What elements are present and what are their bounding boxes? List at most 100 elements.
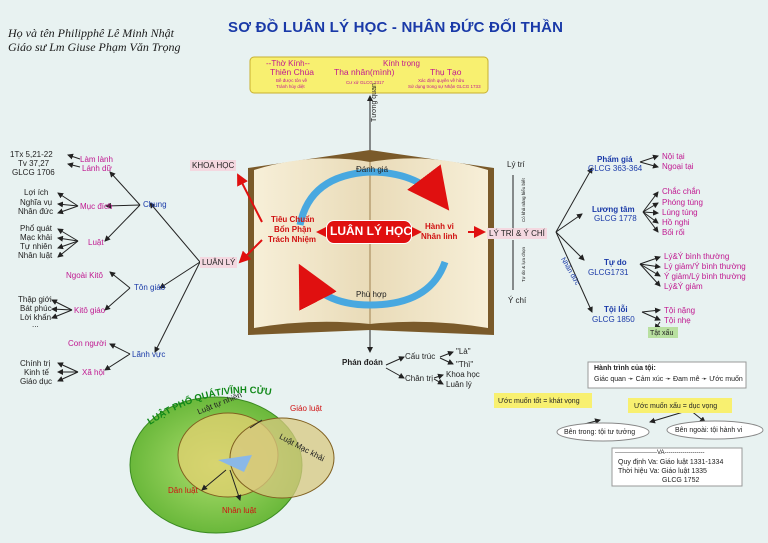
ref-1: 1Tx 5,21-22 <box>10 150 53 159</box>
lanh-du: Lánh dữ <box>82 164 112 173</box>
thu-tao-label: Thụ Tạo <box>430 67 462 77</box>
bat-phuc: Bát phúc <box>20 304 52 313</box>
tha-nhan-label: Tha nhân(mình) <box>334 67 395 77</box>
pham-gia-ref: GLCG 363-364 <box>588 164 643 173</box>
top-box <box>249 56 489 94</box>
tu-do: Tự do <box>604 258 627 267</box>
muc-dich: Mục đích <box>80 202 113 211</box>
ly-y-giam: Lý&Ý giảm <box>664 282 703 291</box>
trach-nhiem-label: Trách Nhiệm <box>268 235 317 244</box>
luan-ly-hoc-label: LUÂN LÝ HỌC <box>330 224 412 238</box>
toi-nang: Tội nặng <box>664 306 696 315</box>
ellipsis: ... <box>32 320 39 329</box>
ngoai-kito: Ngoài Kitô <box>66 271 103 280</box>
va-box <box>611 447 743 487</box>
tuong-quan-label: Tương quan <box>371 83 378 122</box>
luan-ly-node: LUÂN LÝ <box>200 257 238 268</box>
tho-kinh-label: --Thờ Kính-- <box>266 59 310 68</box>
uoc-muon-tot: Ước muốn tốt = khát vọng <box>498 398 580 405</box>
giao-luat: Giáo luật <box>290 404 323 413</box>
luan-ly-hoc-button <box>326 220 412 244</box>
luat: Luật <box>88 238 104 247</box>
uoc-muon-tot-box <box>494 393 592 408</box>
linh-vuc: Lãnh vực <box>132 350 166 359</box>
tu-do-ref: GLCG1731 <box>588 268 629 277</box>
tha-nhan-sub: Cư xử GLCG 2317 <box>346 80 385 85</box>
nhan-linh-label: Nhân linh <box>421 232 458 241</box>
ly-giam: Lý giảm/Ý bình thường <box>664 262 746 271</box>
kinh-trong-label: Kính trọng <box>383 59 420 68</box>
ly-tri: Lý trí <box>507 160 525 169</box>
thu-tao-sub1: Xác định quyền về hữu <box>418 78 465 83</box>
thien-chua-sub1: Bề được tôn về <box>276 78 307 83</box>
y-giam: Ý giảm/Lý bình thường <box>664 272 746 281</box>
nhan-luat-venn: Nhân luật <box>222 506 257 515</box>
hanh-trinh-title: Hành trình của tội: <box>594 365 656 372</box>
hanh-trinh-steps: Giác quan ➛ Cảm xúc ➛ Đam mê ➛ Ước muốn <box>594 376 743 383</box>
loi-khan: Lời khấn <box>20 313 52 322</box>
con-nguoi: Con người <box>68 339 107 348</box>
luong-tam-ref: GLCG 1778 <box>594 214 637 223</box>
glcg-1752: GLCG 1752 <box>662 477 700 484</box>
toi-loi-ref: GLCG 1850 <box>592 315 635 324</box>
toi-nhe: Tội nhẹ <box>664 316 691 325</box>
ben-trong: Bên trong: tội tư tưởng <box>564 429 636 436</box>
chinh-tri: Chính trị <box>20 359 51 368</box>
thu-tao-sub2: Sử dụng trong sự Nhận GLCG 1733 <box>408 84 481 89</box>
book <box>248 150 494 335</box>
luong-tam: Lương tâm <box>592 205 635 214</box>
chan-tri: Chân trị <box>405 374 434 383</box>
ho-nghi: Hồ nghi <box>662 218 690 227</box>
nhan-duc: Nhân đức <box>18 207 54 216</box>
giao-duc: Giáo dục <box>20 377 53 386</box>
lam-lanh: Làm lành <box>80 155 113 164</box>
tieu-chuan-label: Tiêu Chuẩn <box>271 215 315 224</box>
ngoai-tai: Ngoại tại <box>662 162 694 171</box>
pho-quat: Phổ quát <box>20 224 53 233</box>
y-chi: Ý chí <box>508 296 527 305</box>
ton-giao: Tôn giáo <box>134 283 166 292</box>
thien-chua-sub2: Tránh hủy diệt <box>276 84 305 89</box>
phong-tung: Phóng túng <box>662 198 703 207</box>
pham-gia: Phẩm giá <box>597 155 633 164</box>
ly-y-binh-thuong: Lý&Ý bình thường <box>664 252 730 261</box>
phan-doan: Phán đoán <box>342 358 383 367</box>
thien-chua-label: Thiên Chúa <box>270 67 314 77</box>
ref-2: Tv 37,27 <box>18 159 50 168</box>
uoc-muon-xau-box <box>628 398 732 413</box>
ben-ngoai: Bên ngoài: tội hành vi <box>675 427 743 434</box>
ben-trong-bubble <box>556 422 650 442</box>
ly-tri-y-chi-node: LÝ TRÍ & Ý CHÍ <box>487 228 547 239</box>
luan-ly-bottom: Luân lý <box>446 380 472 389</box>
kinh-te: Kinh tế <box>24 368 49 377</box>
xa-hoi: Xã hội <box>82 368 105 377</box>
tat-xau: Tật xấu <box>650 330 674 337</box>
la: "Là" <box>456 347 471 356</box>
mac-khai: Mạc khải <box>20 233 53 242</box>
noi-tai: Nội tại <box>662 152 685 161</box>
author-line1: Họ và tên Philipphê Lê Minh Nhật <box>8 26 174 40</box>
quy-dinh-va: Quy định Va: Giáo luật 1331-1334 <box>618 459 724 466</box>
nhan-luat: Nhân luật <box>18 251 53 260</box>
ref-3: GLCG 1706 <box>12 168 55 177</box>
tu-nhien: Tự nhiên <box>20 242 53 251</box>
thap-gioi: Thập giới <box>18 295 52 304</box>
author-line2: Giáo sư Lm Giuse Phạm Văn Trọng <box>8 40 181 54</box>
cau-truc: Cấu trúc <box>405 352 436 361</box>
bon-phan-label: Bổn Phận <box>274 225 312 234</box>
nghia-vu: Nghĩa vụ <box>20 198 53 207</box>
venn-diagram <box>129 396 335 534</box>
dan-luat: Dân luật <box>168 486 198 495</box>
ben-ngoai-bubble <box>666 420 764 440</box>
uoc-muon-xau: Ước muốn xấu = dục vọng <box>634 403 718 410</box>
vert-kha-nang: Có khả năng hiểu biết <box>521 178 526 222</box>
boi-roi: Bối rối <box>662 228 685 237</box>
lung-tung: Lúng túng <box>662 208 698 217</box>
thi: "Thì" <box>456 360 474 369</box>
kito-giao: Kitô giáo <box>74 306 106 315</box>
danh-gia-label: Đánh giá <box>356 165 389 174</box>
toi-loi: Tội lỗi <box>604 305 628 314</box>
vert-tu-do: Tự do & lựa chọn <box>521 246 526 282</box>
chung: Chung <box>143 200 167 209</box>
